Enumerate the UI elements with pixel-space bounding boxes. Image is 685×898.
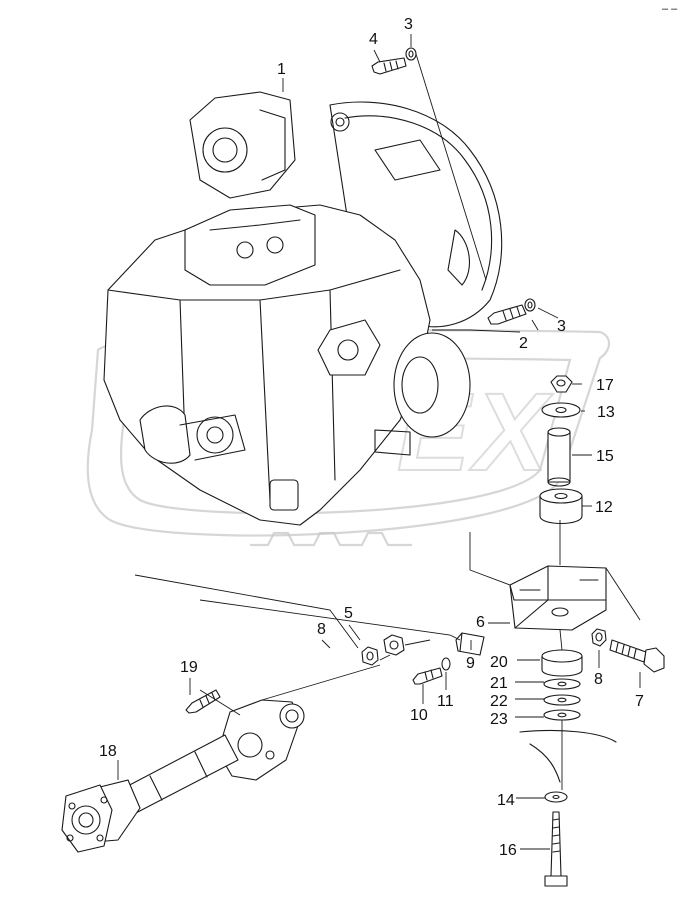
label-4: 4: [369, 31, 378, 48]
label-23: 23: [490, 711, 508, 728]
label-11: 11: [437, 693, 454, 710]
label-19: 19: [180, 659, 198, 676]
label-1: 1: [277, 61, 286, 78]
washer-11: [441, 657, 451, 671]
label-16: 16: [499, 842, 517, 859]
bolt-4-and-washer-3-top: [371, 47, 417, 75]
bolt-16: [544, 811, 568, 887]
washer-14: [544, 791, 568, 803]
bolt-10: [412, 667, 443, 685]
label-9: 9: [466, 655, 475, 672]
sleeve-15: [547, 427, 571, 487]
washer-21: [543, 678, 581, 690]
washer-22: [543, 694, 581, 706]
bolt-2-and-washer-3-right: [487, 298, 536, 325]
label-8-left: 8: [317, 621, 326, 638]
label-17: 17: [596, 377, 614, 394]
label-18: 18: [99, 743, 117, 760]
label-22: 22: [490, 693, 508, 710]
washer-13: [541, 402, 581, 418]
label-6: 6: [476, 614, 485, 631]
leader-lines: [117, 34, 641, 850]
label-21: 21: [490, 675, 508, 692]
label-15: 15: [596, 448, 614, 465]
label-5: 5: [344, 605, 353, 622]
transmission-housing: [103, 91, 503, 526]
label-3-right: 3: [557, 318, 566, 335]
rubber-cushion-12: [539, 488, 583, 525]
label-20: 20: [490, 654, 508, 671]
label-13: 13: [597, 404, 615, 421]
nut-5: [383, 634, 405, 656]
nut-17: [550, 375, 573, 393]
corner-mark: – –: [662, 3, 678, 15]
label-8-right: 8: [594, 671, 603, 688]
nut-8-left: [361, 646, 379, 666]
nut-8-right: [591, 628, 607, 647]
washer-23: [543, 709, 581, 721]
bolt-7: [609, 639, 665, 673]
label-3-top: 3: [404, 16, 413, 33]
bracket-6: [509, 565, 607, 631]
label-2: 2: [519, 335, 528, 352]
label-14: 14: [497, 792, 515, 809]
label-7: 7: [635, 693, 644, 710]
frame-rail: [519, 729, 617, 743]
label-12: 12: [595, 499, 613, 516]
shim-plate-9: [455, 632, 485, 656]
label-10: 10: [410, 707, 428, 724]
bolt-19: [185, 689, 221, 714]
part-labels: 1 2 3 3 4 5 6 7 8 8 9 10 11 12 13 14 15 …: [99, 16, 644, 859]
rubber-cushion-20: [541, 649, 583, 677]
driveshaft-18: [61, 699, 305, 853]
